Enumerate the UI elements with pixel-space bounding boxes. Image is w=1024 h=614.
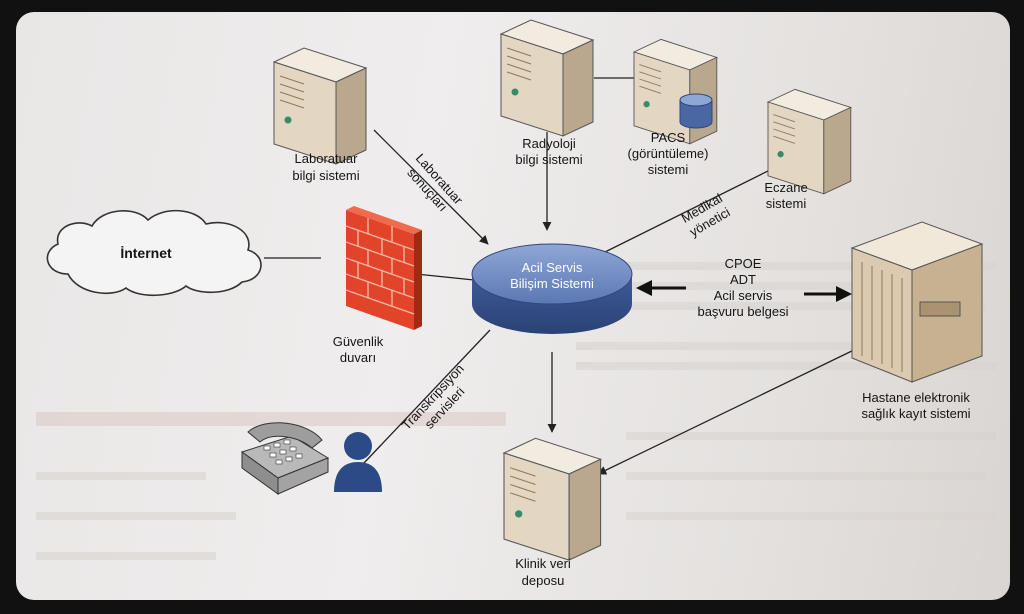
ehr-label-1: Hastane elektronik: [862, 390, 970, 405]
ehr-input-label-4: başvuru belgesi: [697, 304, 788, 319]
internet-label: İnternet: [120, 245, 172, 261]
database-icon: [679, 93, 713, 129]
center-label-1: Acil Servis: [522, 260, 583, 275]
firewall-label-2: duvarı: [340, 350, 376, 365]
ehr-label-2: sağlık kayıt sistemi: [861, 406, 970, 421]
edge-firewall-center: [415, 273, 475, 281]
pharmacy-label-1: Eczane: [764, 180, 807, 195]
person-icon: [334, 432, 382, 492]
ehr-input-arrows: [636, 280, 852, 302]
pacs-label-2: (görüntüleme): [628, 146, 709, 161]
lab-label-2: bilgi sistemi: [292, 168, 359, 183]
central-database-icon: [471, 243, 633, 334]
center-label-2: Bilişim Sistemi: [510, 276, 594, 291]
network-diagram: Acil Servis Bilişim Sistemi Laboratuar b…: [36, 19, 996, 588]
pharmacy-server-icon: [766, 88, 853, 195]
lab-server-icon: [272, 47, 368, 165]
ehr-input-label-3: Acil servis: [714, 288, 773, 303]
cloud-icon: [46, 209, 262, 297]
pacs-label-1: PACS: [651, 130, 686, 145]
firewall-label-1: Güvenlik: [333, 334, 384, 349]
radiology-label-2: bilgi sistemi: [515, 152, 582, 167]
book-page: Acil Servis Bilişim Sistemi Laboratuar b…: [16, 12, 1010, 600]
ehr-input-label-1: CPOE: [725, 256, 762, 271]
edge-center-pharmacy: [600, 166, 777, 255]
telephone-icon: [240, 422, 330, 495]
connectors: [264, 77, 859, 483]
radiology-label-1: Radyoloji: [522, 136, 576, 151]
edge-phone-center: [345, 329, 491, 483]
pacs-label-3: sistemi: [648, 162, 689, 177]
warehouse-label-2: deposu: [522, 573, 565, 588]
pacs-server-icon: [632, 38, 719, 145]
radiology-server-icon: [499, 19, 595, 137]
edge-lab-to-center: [373, 129, 489, 245]
firewall-icon: [345, 206, 422, 330]
warehouse-label-1: Klinik veri: [515, 556, 571, 571]
edge-ehr-warehouse: [597, 347, 859, 475]
ehr-input-label-2: ADT: [730, 272, 756, 287]
background-text: [36, 262, 996, 560]
lab-label-1: Laboratuar: [295, 151, 359, 166]
warehouse-server-icon: [502, 437, 603, 561]
pharmacy-label-2: sistemi: [766, 196, 807, 211]
cabinet-server-icon: [850, 221, 984, 383]
